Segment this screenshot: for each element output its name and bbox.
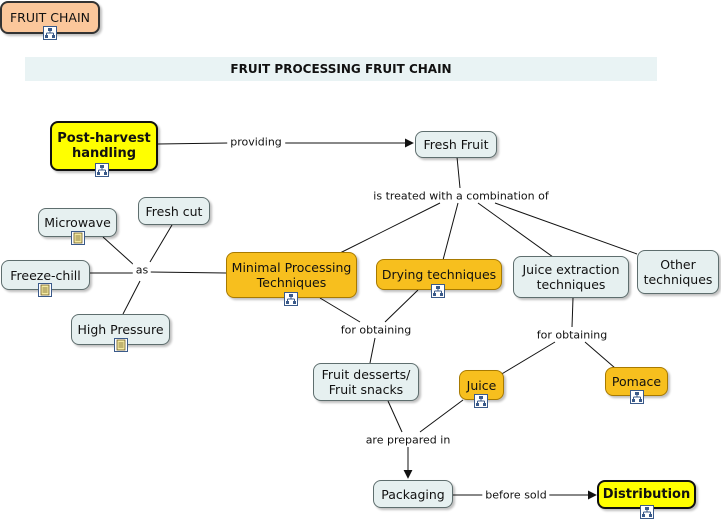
concept-map-icon[interactable]	[95, 163, 109, 177]
concept-map-icon[interactable]	[630, 390, 644, 404]
node-fruit-desserts[interactable]: Fruit desserts/ Fruit snacks	[313, 363, 419, 401]
link-label-providing: providing	[227, 135, 285, 149]
edge-as-microwave	[102, 236, 135, 266]
edge-treated-minimal	[339, 202, 441, 254]
edge-treated-drying	[442, 202, 459, 261]
concept-map-icon[interactable]	[474, 394, 488, 408]
document-icon[interactable]	[114, 338, 128, 352]
edge-for-obtaining-pomace	[584, 341, 616, 369]
node-minimal-processing[interactable]: Minimal Processing Techniques	[226, 252, 357, 298]
link-label-are-prepared-in: are prepared in	[362, 433, 454, 447]
diagram-title: FRUIT PROCESSING FRUIT CHAIN	[25, 57, 657, 81]
edge-for-obtaining-juice	[499, 341, 556, 376]
document-icon[interactable]	[71, 231, 85, 245]
edge-minimal-as	[149, 271, 227, 274]
edge-desserts-prepared	[387, 400, 403, 433]
edge-fresh-fruit-treated	[456, 156, 461, 189]
link-label-before-sold: before sold	[482, 488, 550, 502]
concept-map-icon[interactable]	[431, 284, 445, 298]
link-label-treated: is treated with a combination of	[370, 189, 552, 203]
node-fresh-fruit[interactable]: Fresh Fruit	[415, 131, 497, 158]
document-icon[interactable]	[38, 283, 52, 297]
edge-for-obtaining-desserts	[369, 337, 376, 364]
link-label-as: as	[132, 263, 152, 277]
node-other-techniques[interactable]: Other techniques	[637, 250, 719, 294]
edge-as-fresh-cut	[149, 224, 173, 263]
node-drying-techniques[interactable]: Drying techniques	[376, 259, 502, 290]
node-packaging[interactable]: Packaging	[373, 480, 453, 508]
edge-as-high-pressure	[122, 280, 141, 315]
node-juice-extraction[interactable]: Juice extraction techniques	[513, 256, 629, 298]
edge-drying-for-obtaining	[384, 289, 419, 323]
edge-juice-prepared	[419, 399, 464, 433]
node-post-harvest-handling[interactable]: Post-harvest handling	[50, 121, 158, 171]
edge-treated-juice-extraction	[477, 202, 554, 258]
node-distribution[interactable]: Distribution	[597, 480, 696, 509]
link-label-for-obtaining: for obtaining	[337, 323, 415, 337]
edge-post-harvest-providing	[157, 142, 229, 145]
concept-map-icon[interactable]	[43, 26, 57, 40]
concept-map-icon[interactable]	[640, 505, 654, 519]
edge-treated-other	[494, 202, 638, 255]
concept-map-icon[interactable]	[284, 292, 298, 306]
link-label-for-obtaining: for obtaining	[533, 328, 611, 342]
edge-minimal-for-obtaining	[319, 297, 361, 323]
node-fresh-cut[interactable]: Fresh cut	[138, 197, 210, 225]
edge-juice-extraction-for-obtaining	[571, 297, 574, 328]
